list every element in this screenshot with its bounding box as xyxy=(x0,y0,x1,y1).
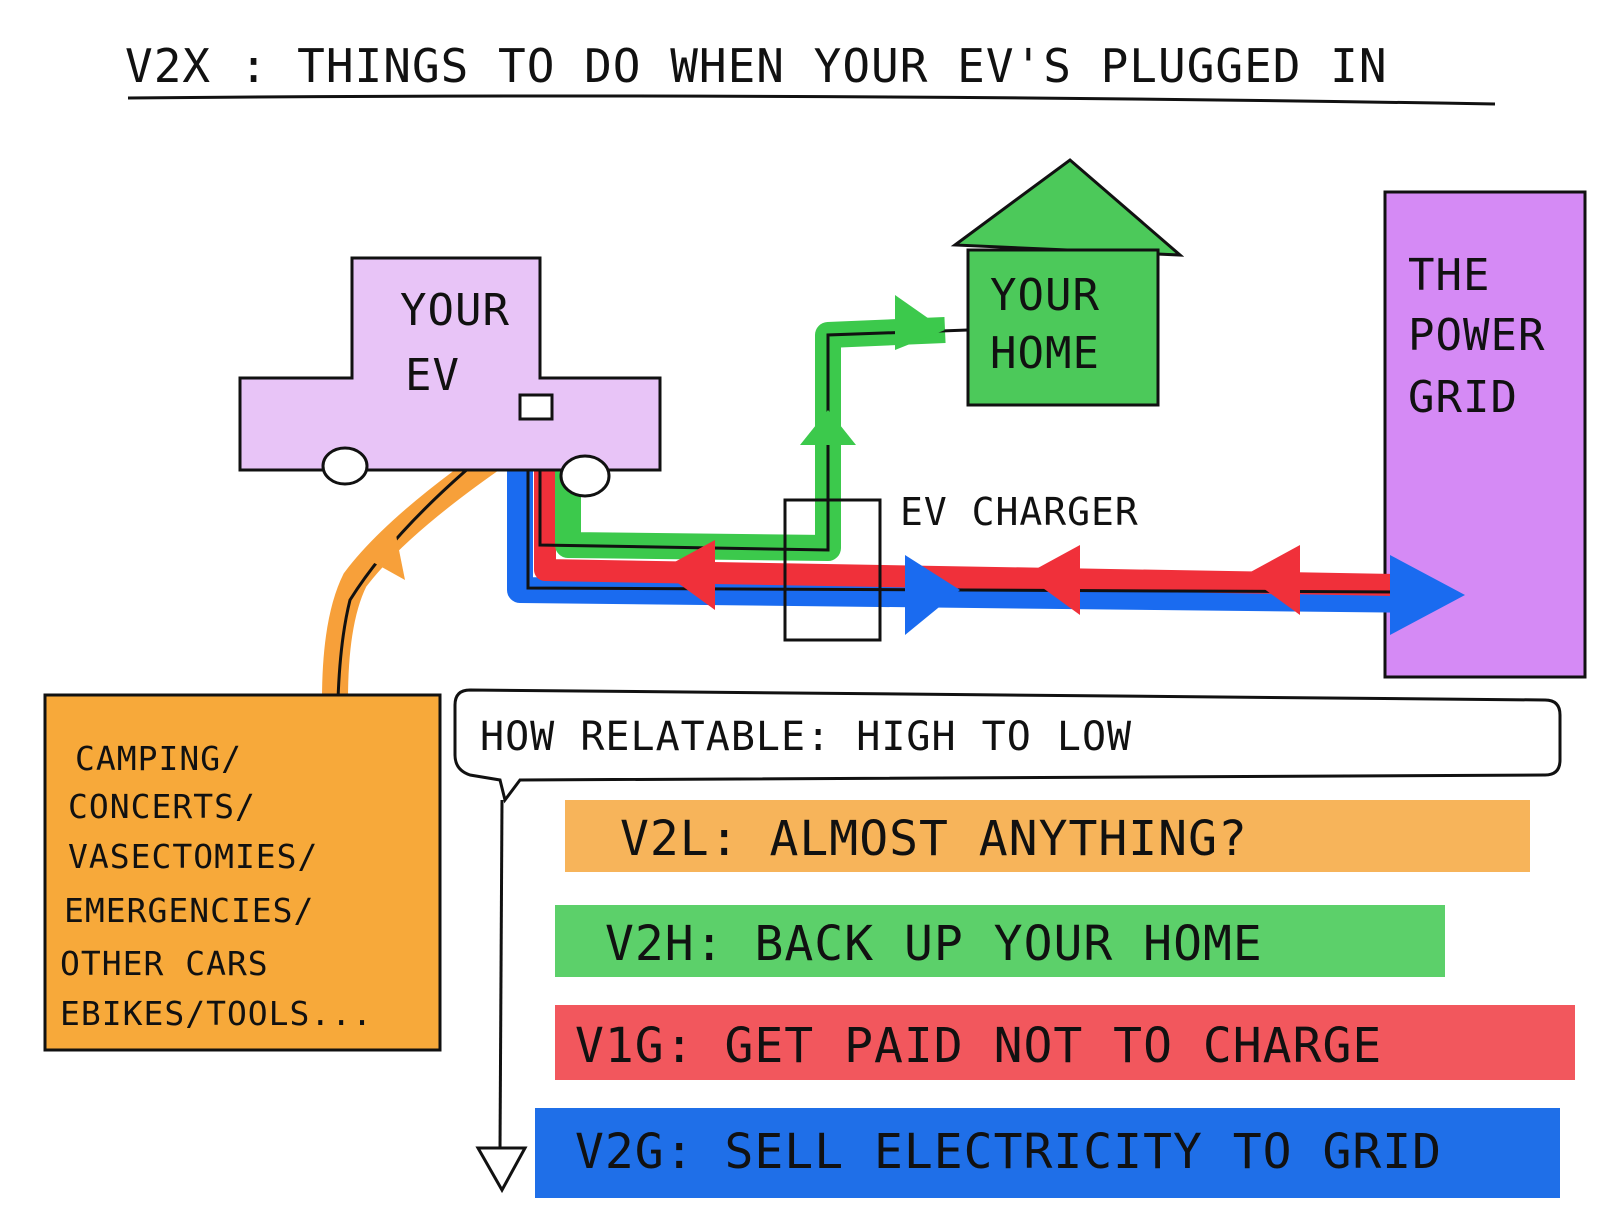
v2l-use-item: VASECTOMIES/ xyxy=(68,837,318,876)
ranking-header: HOW RELATABLE: HIGH TO LOW xyxy=(453,688,1562,1194)
arrow-icon xyxy=(895,295,945,350)
grid-label-line1: THE xyxy=(1408,250,1490,301)
arrow-icon xyxy=(905,555,960,635)
flow-v1g xyxy=(534,430,1396,596)
band-v2h-text: V2H: BACK UP YOUR HOME xyxy=(605,916,1263,972)
arrow-icon xyxy=(1025,545,1080,615)
arrow-icon xyxy=(800,410,856,445)
arrow-icon xyxy=(1245,545,1300,615)
arrow-icon xyxy=(360,530,405,580)
title-underline xyxy=(127,94,1496,106)
ranking-header-text: HOW RELATABLE: HIGH TO LOW xyxy=(480,714,1132,760)
ev-label-line1: YOUR xyxy=(400,285,510,336)
down-arrow-icon xyxy=(475,1146,528,1194)
ev-charger: EV CHARGER xyxy=(783,490,1139,642)
home: YOUR HOME xyxy=(950,158,1185,407)
v2l-use-item: CAMPING/ xyxy=(75,739,242,778)
flow-v2l xyxy=(322,427,533,713)
diagram-title: V2X : THINGS TO DO WHEN YOUR EV'S PLUGGE… xyxy=(125,39,1388,93)
wheel-rear xyxy=(559,454,611,498)
wheel-front xyxy=(321,446,369,486)
ev-label-line2: EV xyxy=(405,350,460,401)
band-v2l-text: V2L: ALMOST ANYTHING? xyxy=(620,811,1248,867)
charger-label: EV CHARGER xyxy=(900,490,1139,534)
flows xyxy=(322,295,1465,713)
your-ev: YOUR EV xyxy=(238,256,662,498)
v2l-use-item: EBIKES/TOOLS... xyxy=(60,994,373,1033)
band-v2g-text: V2G: SELL ELECTRICITY TO GRID xyxy=(575,1124,1442,1180)
v2l-uses-box: CAMPING/ CONCERTS/ VASECTOMIES/ EMERGENC… xyxy=(43,693,442,1052)
band-v2l xyxy=(565,800,1530,872)
relatability-bands: V2L: ALMOST ANYTHING? V2H: BACK UP YOUR … xyxy=(535,800,1575,1198)
v2l-use-item: OTHER CARS xyxy=(60,944,269,983)
v2l-use-item: EMERGENCIES/ xyxy=(64,891,314,930)
arrow-icon xyxy=(660,540,715,610)
flow-v2g xyxy=(507,440,1431,613)
grid-label-line2: POWER xyxy=(1408,310,1545,361)
home-label-line2: HOME xyxy=(990,328,1100,379)
arrow-icon xyxy=(1390,555,1465,635)
band-v1g xyxy=(555,1005,1575,1080)
ranking-arrow-line xyxy=(498,799,504,1151)
band-v1g-text: V1G: GET PAID NOT TO CHARGE xyxy=(575,1018,1382,1074)
band-v2h xyxy=(555,905,1445,977)
grid-label-line3: GRID xyxy=(1408,372,1518,423)
v2l-use-item: CONCERTS/ xyxy=(68,787,256,826)
charge-port xyxy=(518,393,554,421)
home-label-line1: YOUR xyxy=(990,270,1100,321)
band-v2g xyxy=(535,1108,1560,1198)
